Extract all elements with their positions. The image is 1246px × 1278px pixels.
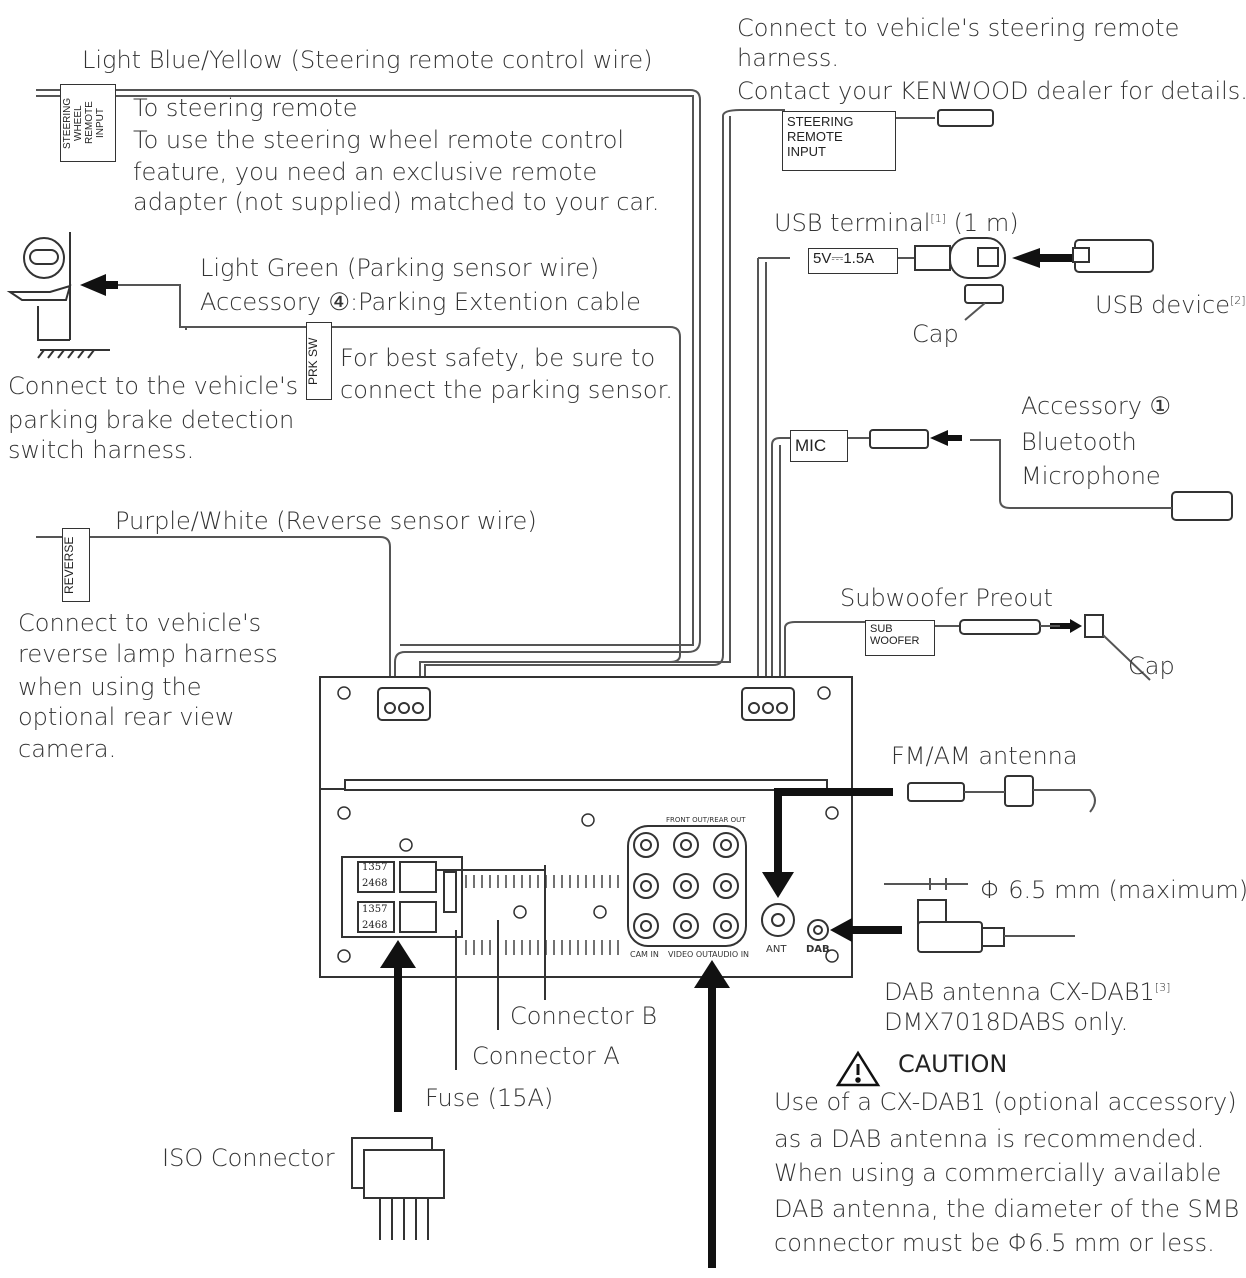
- iso-connector-drawing: [351, 1137, 445, 1240]
- steering-wire-label: Light Blue/Yellow (Steering remote contr…: [82, 46, 653, 74]
- usb-device-label: USB device[2]: [1095, 285, 1246, 321]
- dab-antenna-text: DAB antenna CX-DAB1: [884, 978, 1155, 1006]
- caution-icon: [835, 1050, 881, 1087]
- caution-line-4: DAB antenna, the diameter of the SMB: [774, 1195, 1240, 1223]
- fm-am-antenna-label: FM/AM antenna: [891, 742, 1078, 770]
- front-out-label: FRONT OUT/REAR OUT: [666, 816, 746, 824]
- subwoofer-tag-line-2: WOOFER: [870, 635, 920, 647]
- connector-a-label: Connector A: [472, 1042, 620, 1070]
- mic-line-1: Bluetooth: [1021, 428, 1137, 456]
- reverse-wire: [36, 536, 391, 690]
- usb-device-sup: [2]: [1229, 294, 1246, 307]
- pin-bot-2: 2468: [362, 920, 388, 931]
- subwoofer-tag: SUB WOOFER: [865, 620, 935, 656]
- reverse-tag: REVERSE: [62, 528, 90, 602]
- parking-connect-line-2: parking brake detection: [8, 406, 295, 434]
- parking-accessory-label: Accessory ④:Parking Extention cable: [200, 288, 641, 316]
- usb-label-sup: [1]: [930, 212, 946, 225]
- reverse-connect-line-1: Connect to vehicle's: [18, 609, 262, 637]
- iso-connector-label: ISO Connector: [162, 1144, 335, 1172]
- cam-in-label: CAM IN: [630, 950, 659, 959]
- usb-device-text: USB device: [1095, 291, 1230, 319]
- dab-model-only-label: DMX7018DABS only.: [884, 1008, 1129, 1036]
- steering-harness-line-2: harness.: [737, 44, 839, 72]
- subwoofer-tag-line-1: SUB: [870, 623, 893, 635]
- mic-line-2: Microphone: [1021, 462, 1161, 490]
- reverse-connect-line-2: reverse lamp harness: [18, 640, 278, 668]
- usb-label-text: USB terminal: [774, 209, 931, 237]
- prk-sw-tag: PRK SW: [306, 322, 332, 400]
- pin-top-2: 1357: [362, 904, 388, 915]
- dab-diameter-label: Φ 6.5 mm (maximum): [980, 876, 1246, 904]
- reverse-connect-line-5: camera.: [18, 735, 117, 763]
- connector-b-label: Connector B: [510, 1002, 658, 1030]
- steering-harness-wire: [424, 116, 724, 690]
- steering-desc-line-2: feature, you need an exclusive remote: [133, 158, 598, 186]
- dab-panel-label: DAB: [806, 944, 830, 955]
- subwoofer-cap-label: Cap: [1128, 652, 1175, 680]
- reverse-connect-line-3: when using the: [18, 673, 202, 701]
- mic-tag: MIC: [790, 430, 848, 462]
- steering-remote-tag-line-1: STEERING: [787, 114, 854, 129]
- caution-line-1: Use of a CX-DAB1 (optional accessory): [774, 1088, 1237, 1116]
- parking-brake-icon: [6, 232, 110, 359]
- reverse-connect-line-4: optional rear view: [18, 703, 235, 731]
- video-out-label: VIDEO OUT: [668, 950, 713, 959]
- fuse-label: Fuse (15A): [425, 1084, 554, 1112]
- dab-antenna-label: DAB antenna CX-DAB1[3]: [884, 972, 1170, 1008]
- usb-label-suffix: (1 m): [946, 209, 1019, 237]
- mic-accessory-label: Accessory ①: [1021, 392, 1172, 420]
- parking-connect-line-1: Connect to the vehicle's: [8, 372, 299, 400]
- steering-wire: [36, 89, 701, 690]
- pin-bot-1: 2468: [362, 878, 388, 889]
- steering-desc-line-1: To use the steering wheel remote control: [133, 126, 625, 154]
- caution-line-2: as a DAB antenna is recommended.: [774, 1125, 1205, 1153]
- caution-line-3: When using a commercially available: [774, 1159, 1222, 1187]
- parking-connect-line-3: switch harness.: [8, 436, 195, 464]
- audio-in-label: AUDIO IN: [712, 950, 750, 959]
- parking-safety-line-1: For best safety, be sure to: [340, 344, 656, 372]
- steering-desc-title: To steering remote: [133, 94, 358, 122]
- steering-harness-line-1: Connect to vehicle's steering remote: [737, 14, 1180, 42]
- caution-title: CAUTION: [898, 1050, 1008, 1078]
- ant-label: ANT: [766, 944, 787, 955]
- reverse-wire-label: Purple/White (Reverse sensor wire): [115, 507, 537, 535]
- usb-terminal-label: USB terminal[1] (1 m): [774, 203, 1019, 239]
- parking-wire-label: Light Green (Parking sensor wire): [200, 254, 600, 282]
- dab-antenna-sup: [3]: [1154, 981, 1171, 994]
- pin-top-1: 1357: [362, 862, 388, 873]
- parking-safety-line-2: connect the parking sensor.: [340, 376, 673, 404]
- steering-remote-tag-line-3: INPUT: [787, 144, 826, 159]
- subwoofer-label: Subwoofer Preout: [840, 584, 1053, 612]
- caution-line-5: connector must be Φ6.5 mm or less.: [774, 1229, 1215, 1257]
- steering-remote-input-tag: STEERING REMOTE INPUT: [782, 111, 896, 171]
- usb-cap-label: Cap: [912, 320, 959, 348]
- steering-desc-line-3: adapter (not supplied) matched to your c…: [133, 188, 660, 216]
- usb-rating-tag: 5V⎓1.5A: [808, 248, 898, 274]
- steering-remote-tag-line-2: REMOTE: [787, 129, 843, 144]
- rca-ports: [627, 825, 829, 947]
- steering-wheel-input-tag: STEERING WHEEL REMOTE INPUT: [60, 84, 116, 162]
- steering-harness-line-3: Contact your KENWOOD dealer for details.: [737, 77, 1246, 105]
